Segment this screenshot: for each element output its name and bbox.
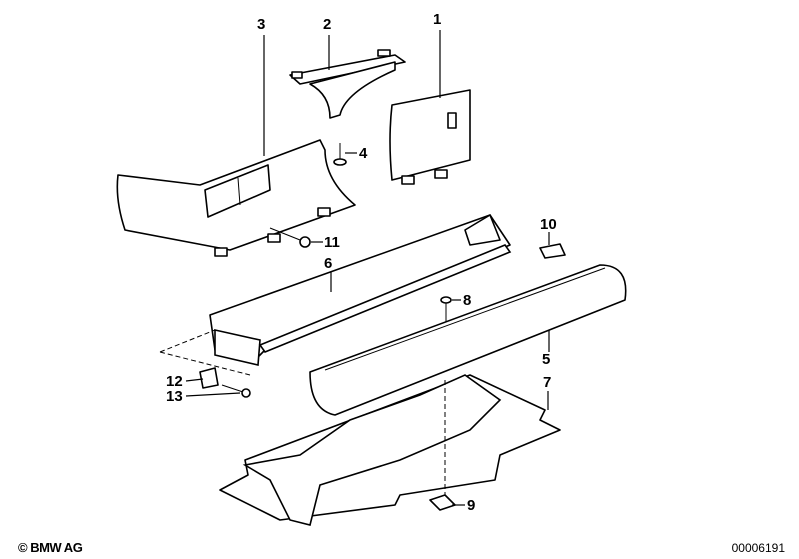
- callout-7[interactable]: 7: [543, 374, 552, 391]
- part-1-panel[interactable]: [389, 89, 471, 185]
- part-5-sill[interactable]: [309, 264, 627, 416]
- callout-6[interactable]: 6: [324, 255, 333, 272]
- callout-9[interactable]: 9: [467, 497, 476, 514]
- part-11-screw[interactable]: [269, 227, 311, 248]
- part-7-insulation[interactable]: [219, 374, 561, 526]
- callout-11[interactable]: 11: [324, 234, 340, 251]
- part-2-bracket[interactable]: [289, 49, 406, 119]
- part-10-clip[interactable]: [539, 243, 566, 259]
- part-12-clip[interactable]: [199, 367, 219, 389]
- copyright-label: © BMW AG: [18, 540, 83, 555]
- part-6-sill-trim[interactable]: [209, 214, 512, 366]
- callout-3[interactable]: 3: [257, 16, 266, 33]
- callout-1[interactable]: 1: [433, 11, 442, 28]
- part-4-screw[interactable]: [333, 143, 347, 166]
- part-13-screw[interactable]: [221, 384, 251, 398]
- callout-12[interactable]: 12: [166, 373, 183, 390]
- callout-13[interactable]: 13: [166, 388, 183, 405]
- part-3-cover[interactable]: [116, 139, 356, 257]
- leader-lines: [185, 30, 550, 506]
- callout-8[interactable]: 8: [463, 292, 472, 309]
- callout-5[interactable]: 5: [542, 351, 551, 368]
- callout-4[interactable]: 4: [359, 145, 368, 162]
- callout-2[interactable]: 2: [323, 16, 332, 33]
- part-9-nut[interactable]: [429, 494, 456, 511]
- diagram-number: 00006191: [731, 541, 785, 555]
- callout-10[interactable]: 10: [540, 216, 557, 233]
